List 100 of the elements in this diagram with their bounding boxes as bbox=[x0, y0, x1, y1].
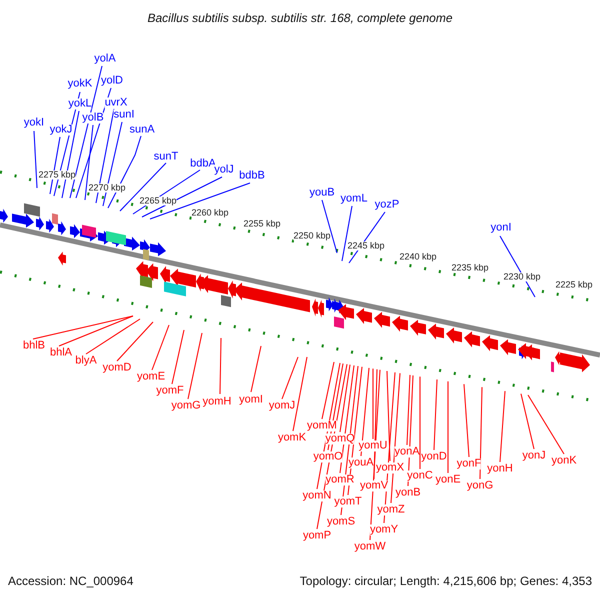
gene-label: bdbB bbox=[239, 170, 265, 182]
leader-line bbox=[102, 122, 122, 206]
gene-label: yomN bbox=[302, 490, 332, 502]
leader-line bbox=[500, 390, 506, 462]
leader-line bbox=[58, 316, 134, 346]
leader-line bbox=[292, 356, 308, 432]
accession-text: Accession: NC_000964 bbox=[8, 575, 134, 587]
leader-line bbox=[372, 368, 374, 440]
leader-line bbox=[152, 324, 170, 370]
leader-line bbox=[340, 364, 350, 432]
gene-label: yomK bbox=[278, 432, 306, 444]
gene-label: yomZ bbox=[377, 504, 405, 516]
gene-label: youA bbox=[348, 458, 374, 468]
gene-label: yomW bbox=[354, 542, 386, 552]
gene-label: yokL bbox=[68, 98, 92, 110]
gene-label: yolD bbox=[101, 76, 123, 86]
gene-label: sunA bbox=[129, 124, 155, 136]
leader-line bbox=[528, 394, 564, 454]
gene-label: yonC bbox=[407, 470, 433, 482]
leader-line bbox=[84, 124, 94, 200]
leader-line bbox=[150, 182, 250, 220]
leader-line bbox=[322, 362, 334, 420]
leader-line bbox=[62, 110, 80, 198]
leader-line bbox=[282, 356, 298, 400]
scale-label: 2255 kbp bbox=[243, 220, 281, 228]
leader-line bbox=[120, 162, 166, 212]
leader-line bbox=[76, 88, 112, 198]
gene-label: yomR bbox=[326, 474, 354, 486]
gene-label: yonB bbox=[395, 488, 421, 498]
gene-label: blyA bbox=[75, 356, 97, 366]
leader-line bbox=[116, 322, 154, 362]
gene-label: yolA bbox=[94, 54, 116, 64]
gene-label: yolJ bbox=[214, 164, 234, 176]
leader-line bbox=[220, 338, 222, 394]
scale-label: 2230 kbp bbox=[503, 272, 541, 282]
leader-line bbox=[374, 368, 378, 480]
gene-label: yozP bbox=[374, 200, 400, 210]
gene-label: yolB bbox=[82, 112, 104, 124]
leader-line bbox=[172, 330, 184, 384]
leader-line bbox=[250, 346, 262, 392]
leader-line bbox=[520, 393, 534, 450]
scale-label: 2270 kbp bbox=[88, 184, 126, 192]
gene-label: yonJ bbox=[522, 450, 546, 462]
gene-label: yomV bbox=[360, 480, 388, 492]
scale-label: 2225 kbp bbox=[555, 280, 593, 290]
leader-line bbox=[406, 374, 410, 446]
gene-label: yomJ bbox=[268, 400, 296, 412]
leader-line bbox=[70, 66, 102, 198]
scale-label: 2240 kbp bbox=[399, 252, 437, 262]
leader-line bbox=[188, 332, 202, 400]
scale-label: 2250 kbp bbox=[293, 232, 331, 240]
leader-line bbox=[464, 384, 470, 458]
gene-label: yomL bbox=[340, 194, 368, 204]
gene-label: yonE bbox=[435, 474, 461, 486]
gene-label: bhlB bbox=[22, 340, 46, 352]
leader-line bbox=[322, 200, 338, 254]
leader-line bbox=[108, 136, 142, 208]
leader-line bbox=[500, 236, 536, 298]
gene-label: yomF bbox=[156, 386, 184, 396]
gene-label: yomS bbox=[326, 516, 356, 528]
gene-label: yomP bbox=[302, 530, 332, 542]
leader-line bbox=[86, 318, 140, 354]
title: Bacillus subtilis subsp. subtilis str. 168, complete genome bbox=[147, 12, 453, 24]
gene-label: yomY bbox=[370, 524, 398, 536]
leader-line bbox=[480, 386, 482, 480]
gene-label: yonG bbox=[466, 480, 494, 492]
gene-label: yonK bbox=[551, 456, 577, 466]
leader-line bbox=[32, 316, 134, 340]
gene-label: yomM bbox=[307, 420, 337, 432]
gene-label: yomQ bbox=[325, 434, 355, 444]
leader-line bbox=[342, 206, 352, 262]
gene-label: yomT bbox=[334, 496, 362, 508]
gene-label: yonD bbox=[421, 452, 447, 462]
gene-label: yonA bbox=[394, 446, 420, 458]
scale-label: 2235 kbp bbox=[451, 264, 489, 272]
gene-label: sunI bbox=[114, 110, 134, 120]
scale-label: 2245 kbp bbox=[347, 242, 385, 250]
gene-label: bdbA bbox=[190, 158, 216, 170]
gene-label: uvrX bbox=[104, 98, 128, 108]
leader-line bbox=[340, 364, 354, 474]
gene-label: yomG bbox=[171, 400, 201, 412]
leader-line bbox=[96, 108, 114, 204]
leader-line bbox=[386, 370, 390, 462]
scale-label: 2275 kbp bbox=[38, 170, 76, 180]
scale-label: 2265 kbp bbox=[139, 196, 177, 206]
leader-line bbox=[360, 367, 370, 456]
gene-label: yomD bbox=[102, 362, 132, 374]
gene-label: yomI bbox=[239, 394, 263, 406]
gene-label: yonH bbox=[487, 464, 513, 474]
gene-label: yomX bbox=[376, 462, 404, 474]
genome-info-text: Topology: circular; Length: 4,215,606 bp; Genes: 4,353 bbox=[300, 575, 592, 587]
gene-label: yomU bbox=[358, 440, 388, 452]
leader-line bbox=[34, 130, 38, 188]
scale-label: 2260 kbp bbox=[191, 208, 229, 218]
gene-label: yomE bbox=[136, 372, 166, 382]
gene-label: yomH bbox=[202, 396, 232, 408]
gene-label: yonI bbox=[490, 222, 512, 234]
gene-label: yokJ bbox=[50, 124, 72, 136]
gene-label: yonF bbox=[456, 458, 482, 470]
gene-label: yokK bbox=[68, 78, 92, 90]
